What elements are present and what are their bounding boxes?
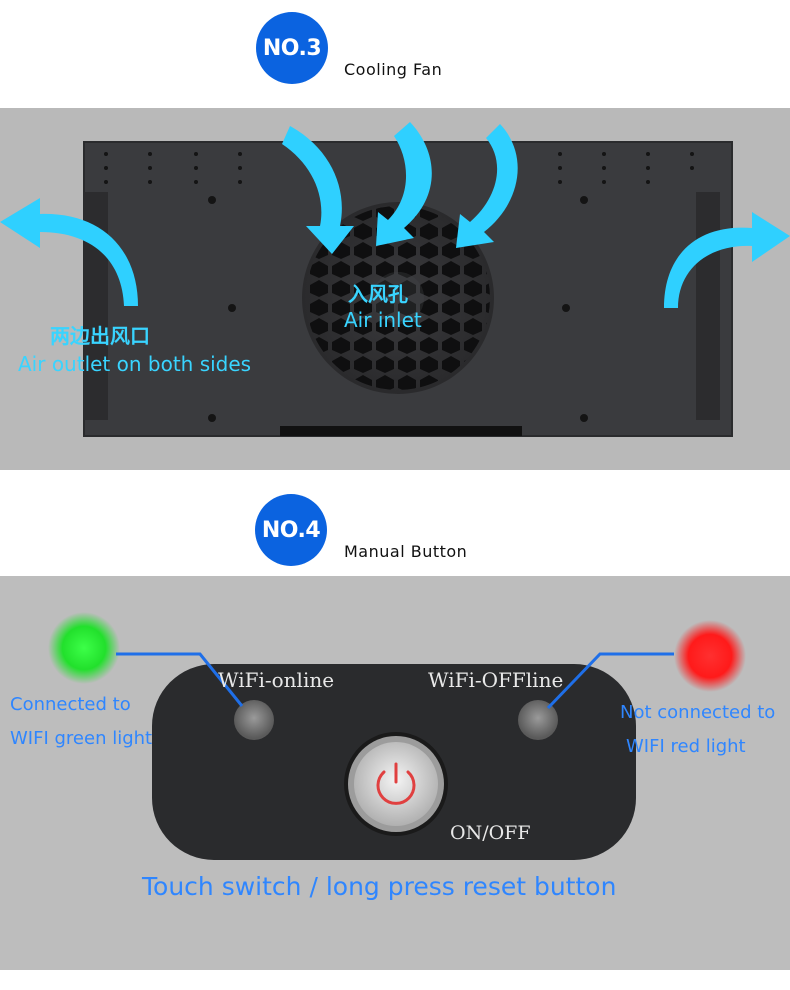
wifi-online-label: WiFi-online	[218, 668, 335, 692]
device-back-illustration	[0, 122, 790, 437]
red-light	[674, 620, 746, 692]
curved-arrow-icon	[282, 122, 518, 254]
curved-arrow-icon	[0, 198, 790, 308]
pointer-line-green	[116, 652, 244, 707]
cooling-fan-panel: 入风孔 Air inlet 两边出风口 Air outlet on both s…	[0, 108, 790, 470]
power-icon	[376, 762, 416, 805]
red-light-caption-line1: Not connected to	[620, 702, 776, 723]
wifi-offline-label: WiFi-OFFline	[428, 668, 564, 692]
wifi-offline-led	[518, 700, 558, 740]
green-light-caption-line1: Connected to	[10, 694, 131, 715]
manual-button-panel: WiFi-online WiFi-OFFline ON/OFF Connecte…	[0, 576, 790, 970]
air-inlet-label: Air inlet	[344, 308, 422, 332]
power-button	[354, 742, 438, 826]
section4-badge: NO.4	[255, 494, 327, 566]
onoff-label: ON/OFF	[450, 822, 531, 844]
bottom-connector	[280, 426, 522, 436]
right-side-vent	[696, 192, 720, 420]
air-outlet-label-cn: 两边出风口	[50, 324, 150, 348]
red-light-caption-line2: WIFI red light	[626, 736, 746, 757]
green-light	[48, 612, 120, 684]
wifi-online-led	[234, 700, 274, 740]
section4-title: Manual Button	[344, 542, 468, 561]
bottom-caption: Touch switch / long press reset button	[142, 872, 617, 901]
control-panel-illustration	[48, 612, 746, 860]
section3-badge: NO.3	[256, 12, 328, 84]
air-inlet-label-cn: 入风孔	[348, 282, 408, 306]
pointer-line-red	[546, 652, 674, 710]
air-outlet-label: Air outlet on both sides	[18, 352, 252, 376]
green-light-caption-line2: WIFI green light	[10, 728, 153, 749]
section3-title: Cooling Fan	[344, 60, 443, 79]
